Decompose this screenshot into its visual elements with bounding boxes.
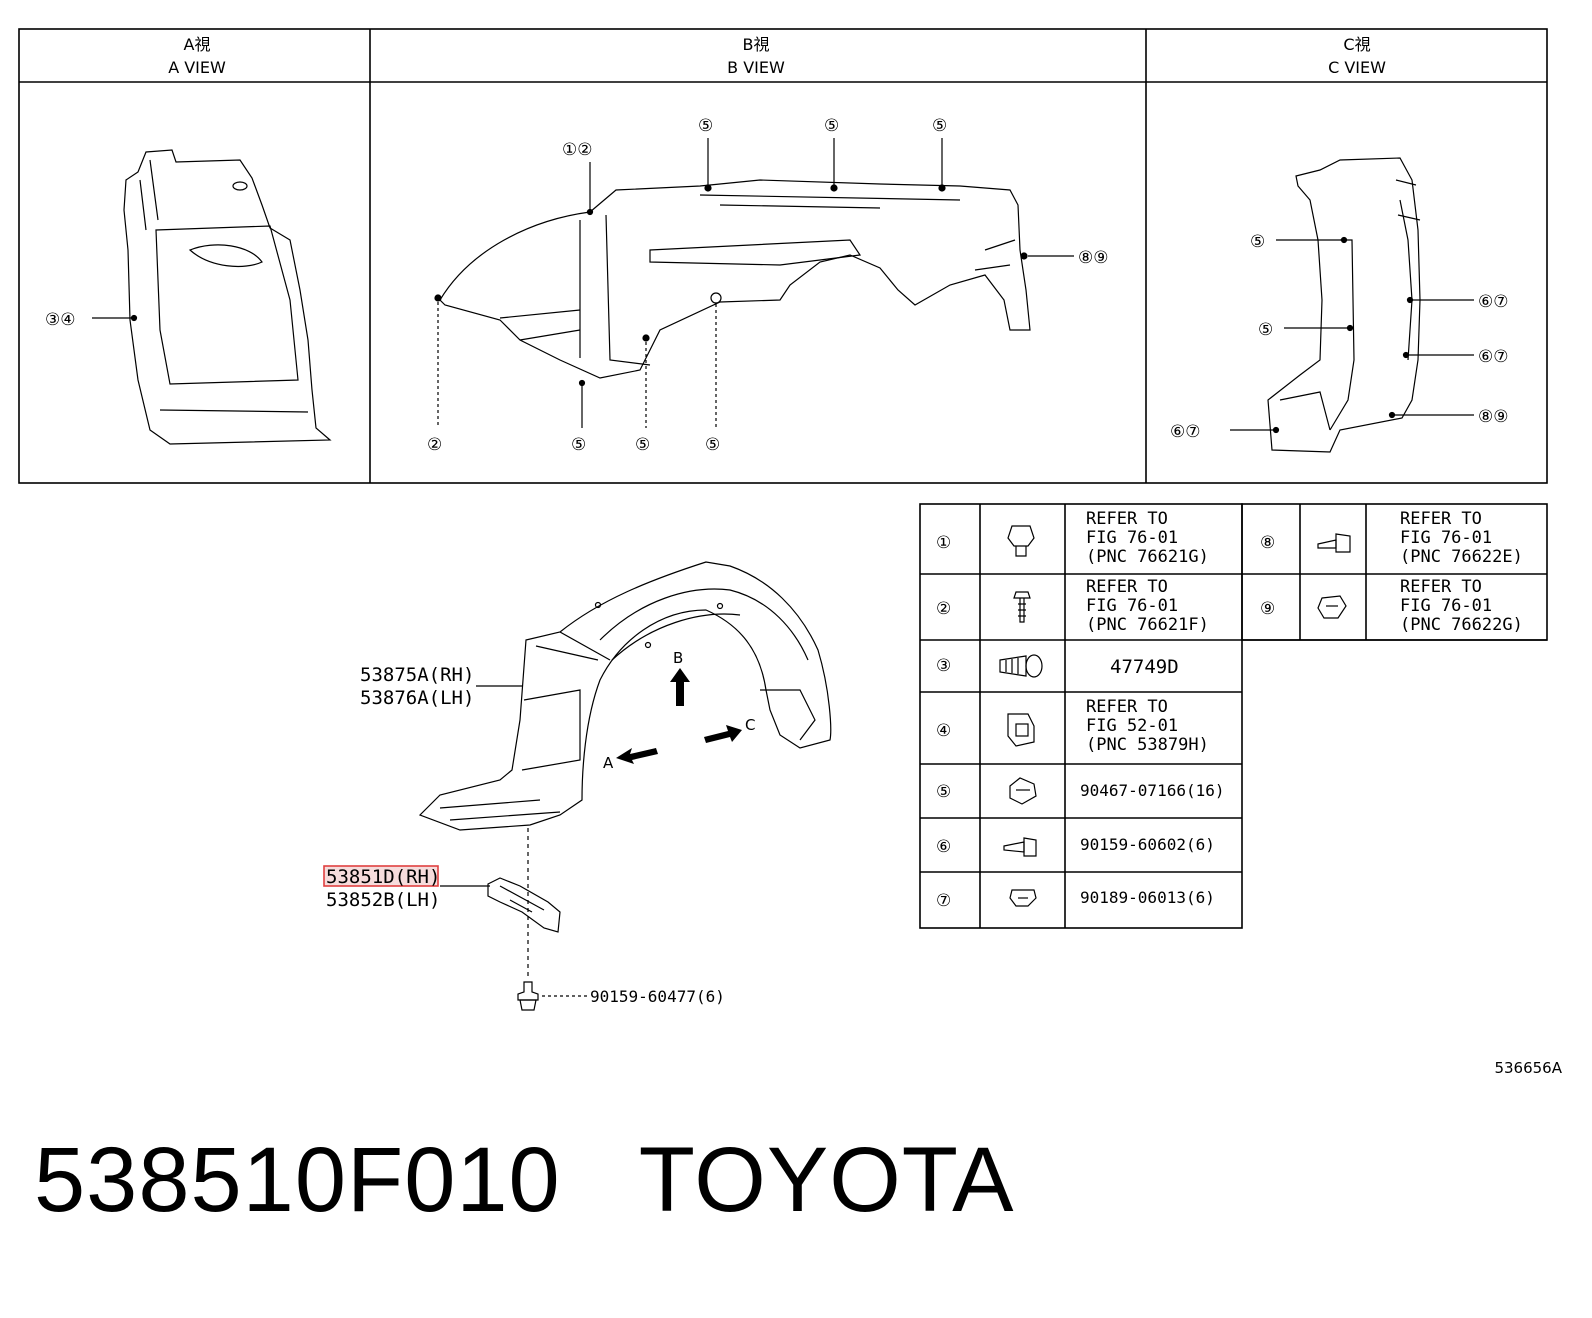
- callout-b-5f: ⑤: [705, 435, 720, 455]
- table-4-line-2: FIG 52-01: [1086, 716, 1178, 736]
- seal-bracket-drawing: [487, 877, 561, 933]
- seal-lh-label: 53852B(LH): [326, 889, 440, 911]
- table-4-line-3: (PNC 53879H): [1086, 735, 1209, 755]
- callout-b-5e: ⑤: [635, 435, 650, 455]
- table-num-6: ⑥: [936, 837, 951, 857]
- arrow-c-icon: [704, 725, 742, 743]
- table-4-line-1: REFER TO: [1086, 697, 1168, 717]
- seal-rh-highlight: [323, 865, 439, 887]
- nut-clip-icon: [1007, 713, 1035, 747]
- table-9-line-3: (PNC 76622G): [1400, 615, 1523, 635]
- table-2-line-2: FIG 76-01: [1086, 596, 1178, 616]
- bolt-icon: [517, 981, 539, 1011]
- callout-c-67c: ⑥⑦: [1170, 422, 1200, 442]
- clip-icon: [1007, 525, 1035, 557]
- view-c-title: C VIEW: [1328, 58, 1386, 77]
- table-8-line-1: REFER TO: [1400, 509, 1482, 529]
- callout-b-5c: ⑤: [932, 116, 947, 136]
- callout-c-5b: ⑤: [1258, 320, 1273, 340]
- b-view-drawing: [434, 179, 1031, 387]
- table-9-line-2: FIG 76-01: [1400, 596, 1492, 616]
- retainer-icon: [1317, 595, 1347, 619]
- callout-a-34: ③④: [45, 310, 75, 330]
- table-7-line-1: 90189-06013(6): [1080, 888, 1215, 907]
- table-num-7: ⑦: [936, 891, 951, 911]
- footer-caption: 538510F010 TOYOTA: [34, 1128, 1015, 1233]
- grommet-icon: [1009, 889, 1037, 907]
- callout-c-67a: ⑥⑦: [1478, 292, 1508, 312]
- callout-c-5a: ⑤: [1250, 232, 1265, 252]
- c-view-drawing: [1267, 157, 1421, 453]
- callout-b-2: ②: [427, 435, 442, 455]
- table-1-line-2: FIG 76-01: [1086, 528, 1178, 548]
- view-a-title: A VIEW: [168, 58, 226, 77]
- liner-lh-label: 53876A(LH): [360, 687, 474, 709]
- a-view-drawing: [123, 149, 332, 445]
- bolt-icon: [999, 654, 1043, 678]
- callout-c-89: ⑧⑨: [1478, 407, 1508, 427]
- table-num-3: ③: [936, 656, 951, 676]
- table-1-line-1: REFER TO: [1086, 509, 1168, 529]
- brand-name: TOYOTA: [638, 1129, 1015, 1231]
- table-2-line-1: REFER TO: [1086, 577, 1168, 597]
- table-6-line-1: 90159-60602(6): [1080, 835, 1215, 854]
- screw-washer-icon: [1003, 837, 1037, 857]
- table-num-8: ⑧: [1260, 533, 1275, 553]
- parts-table: [919, 503, 1548, 929]
- push-clip-icon: [1009, 777, 1037, 805]
- callout-c-67b: ⑥⑦: [1478, 347, 1508, 367]
- callout-b-5a: ⑤: [698, 116, 713, 136]
- fender-liner-drawing: [418, 561, 832, 831]
- table-3-line-1: 47749D: [1110, 656, 1179, 678]
- part-number: 538510F010: [34, 1129, 561, 1231]
- callout-b-12: ①②: [562, 140, 592, 160]
- bolt-label: 90159-60477(6): [590, 987, 725, 1006]
- view-arrows: [616, 668, 742, 764]
- table-9-line-1: REFER TO: [1400, 577, 1482, 597]
- arrow-b-label: B: [673, 649, 683, 667]
- illustration-code: 536656A: [1494, 1059, 1562, 1077]
- table-1-line-3: (PNC 76621G): [1086, 547, 1209, 567]
- arrow-a-label: A: [603, 754, 614, 772]
- arrow-c-label: C: [745, 716, 755, 734]
- views-frame: [18, 28, 1548, 484]
- table-num-5: ⑤: [936, 782, 951, 802]
- seal-rh-label: 53851D(RH): [326, 866, 440, 888]
- table-2-line-3: (PNC 76621F): [1086, 615, 1209, 635]
- view-c-title-jp: C視: [1343, 35, 1370, 54]
- view-b-title: B VIEW: [727, 58, 785, 77]
- arrow-a-icon: [616, 748, 658, 764]
- table-num-9: ⑨: [1260, 599, 1275, 619]
- table-num-2: ②: [936, 599, 951, 619]
- table-num-4: ④: [936, 721, 951, 741]
- view-b-title-jp: B視: [743, 35, 770, 54]
- tapping-screw-icon: [1317, 533, 1351, 553]
- table-8-line-3: (PNC 76622E): [1400, 547, 1523, 567]
- callout-b-89: ⑧⑨: [1078, 248, 1108, 268]
- screw-icon: [1013, 591, 1031, 623]
- arrow-b-icon: [670, 668, 690, 706]
- table-5-line-1: 90467-07166(16): [1080, 781, 1225, 800]
- view-a-title-jp: A視: [184, 35, 211, 54]
- callout-b-5b: ⑤: [824, 116, 839, 136]
- table-num-1: ①: [936, 533, 951, 553]
- table-8-line-2: FIG 76-01: [1400, 528, 1492, 548]
- liner-rh-label: 53875A(RH): [360, 664, 474, 686]
- callout-b-5d: ⑤: [571, 435, 586, 455]
